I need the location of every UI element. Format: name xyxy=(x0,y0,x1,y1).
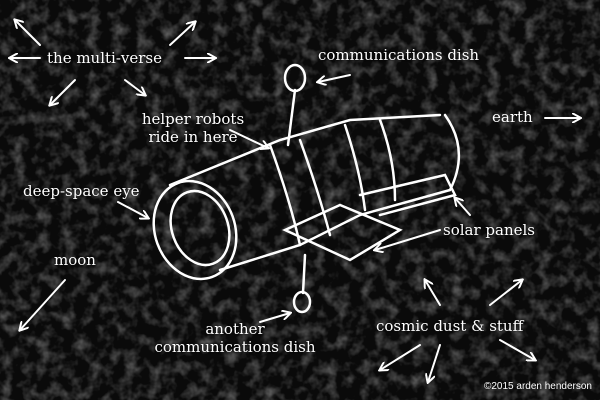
label-moon: moon xyxy=(54,251,96,269)
telescope-sketch xyxy=(152,63,461,314)
label-earth: earth xyxy=(492,108,533,126)
label-another-dish-line2: communications dish xyxy=(154,338,316,356)
label-helper-robots-line2: ride in here xyxy=(148,128,238,146)
label-cosmic-dust: cosmic dust & stuff xyxy=(376,317,524,335)
label-another-dish: another communications dish xyxy=(150,320,320,356)
label-deep-space-eye: deep-space eye xyxy=(23,182,140,200)
label-helper-robots: helper robots ride in here xyxy=(123,110,263,146)
label-multiverse: the multi-verse xyxy=(47,49,163,67)
label-helper-robots-line1: helper robots xyxy=(141,110,245,128)
label-solar-panels: solar panels xyxy=(443,221,535,239)
arrows xyxy=(10,20,580,382)
copyright: ©2015 arden henderson xyxy=(483,381,592,392)
label-communications-dish: communications dish xyxy=(318,46,480,64)
label-another-dish-line1: another xyxy=(205,320,265,338)
